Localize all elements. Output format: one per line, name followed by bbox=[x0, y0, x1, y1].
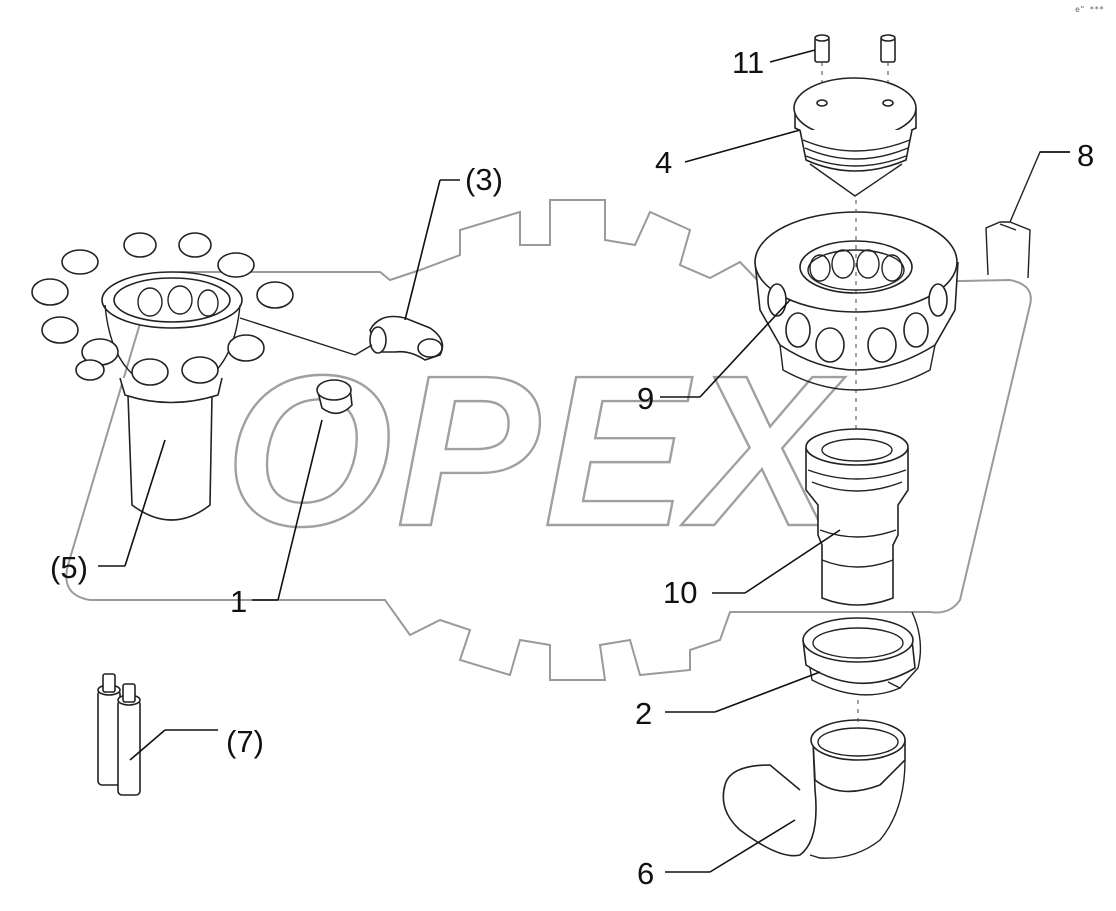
part-4-cap bbox=[793, 77, 917, 197]
part-11-pins bbox=[814, 34, 896, 100]
part-8-clip bbox=[985, 151, 1070, 279]
part-2-clamp bbox=[802, 611, 922, 696]
part-6-elbow bbox=[722, 700, 906, 859]
callout-2: 2 bbox=[635, 696, 652, 731]
corner-mark: e" *** bbox=[1075, 5, 1104, 14]
callout-8: 8 bbox=[1077, 138, 1094, 173]
callout-3: (3) bbox=[465, 162, 503, 197]
callout-labels: 11 4 8 (3) 9 (5) 1 10 2 (7) 6 bbox=[50, 45, 1094, 891]
leader-lines bbox=[98, 49, 1070, 873]
callout-7: (7) bbox=[226, 724, 264, 759]
callout-11: 11 bbox=[732, 45, 764, 80]
watermark-text: OPEX bbox=[225, 330, 846, 571]
part-3-elbow-fitting bbox=[354, 315, 444, 361]
callout-9: 9 bbox=[637, 381, 654, 416]
watermark-gear: OPEX bbox=[65, 199, 1032, 681]
callout-6: 6 bbox=[637, 856, 654, 891]
part-1-plug bbox=[316, 379, 353, 415]
callout-4: 4 bbox=[655, 145, 672, 180]
distributor-cups bbox=[31, 232, 294, 386]
part-10-adapter bbox=[805, 428, 909, 606]
callout-1: 1 bbox=[230, 584, 247, 619]
callout-5: (5) bbox=[50, 550, 88, 585]
part-7-tubes bbox=[97, 673, 141, 796]
callout-10: 10 bbox=[663, 575, 697, 610]
part-9-manifold bbox=[754, 200, 959, 440]
